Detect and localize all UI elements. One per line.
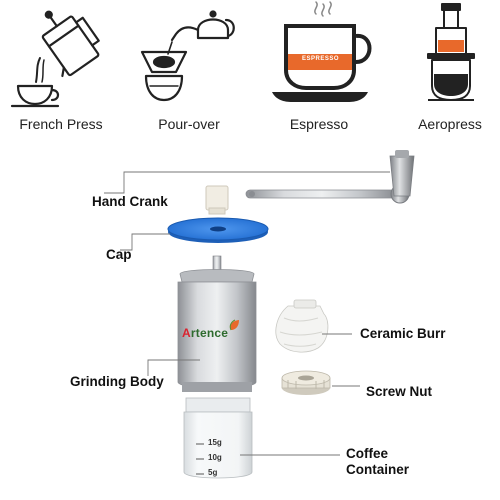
label-cap: Cap — [106, 247, 132, 262]
method-icons-row — [10, 1, 475, 108]
pour-over-icon — [140, 10, 235, 102]
label-grinding-body: Grinding Body — [70, 374, 164, 389]
brand-logo-text: Artence — [182, 326, 228, 340]
brand-first-letter: A — [182, 326, 191, 340]
label-hand-crank: Hand Crank — [92, 194, 168, 209]
leader-lines — [104, 171, 390, 456]
crank-coupling-part — [205, 185, 229, 215]
container-tick-10g: 10g — [208, 453, 222, 462]
coffee-container-part — [183, 397, 253, 479]
cap-part — [167, 217, 269, 243]
label-coffee-container-line2: Container — [346, 462, 410, 477]
label-coffee-container: Coffee Container — [346, 446, 409, 478]
espresso-cup-text: ESPRESSO — [302, 56, 340, 62]
screw-nut-part — [281, 370, 331, 395]
brand-rest: rtence — [190, 326, 229, 340]
method-label-pour-over: Pour-over — [158, 116, 220, 132]
method-label-french-press: French Press — [19, 116, 103, 132]
label-screw-nut: Screw Nut — [366, 384, 433, 399]
grinding-body-part — [177, 255, 257, 392]
label-coffee-container-line1: Coffee — [346, 446, 389, 461]
method-label-aeropress: Aeropress — [418, 116, 482, 132]
label-ceramic-burr: Ceramic Burr — [360, 326, 446, 341]
french-press-icon — [10, 10, 100, 108]
container-tick-15g: 15g — [208, 438, 222, 447]
aeropress-icon — [427, 3, 475, 101]
method-label-espresso: Espresso — [289, 116, 349, 132]
ceramic-burr-part — [275, 299, 329, 353]
hand-crank-part — [245, 150, 415, 204]
espresso-cup-icon — [272, 1, 372, 102]
container-tick-5g: 5g — [208, 468, 218, 477]
